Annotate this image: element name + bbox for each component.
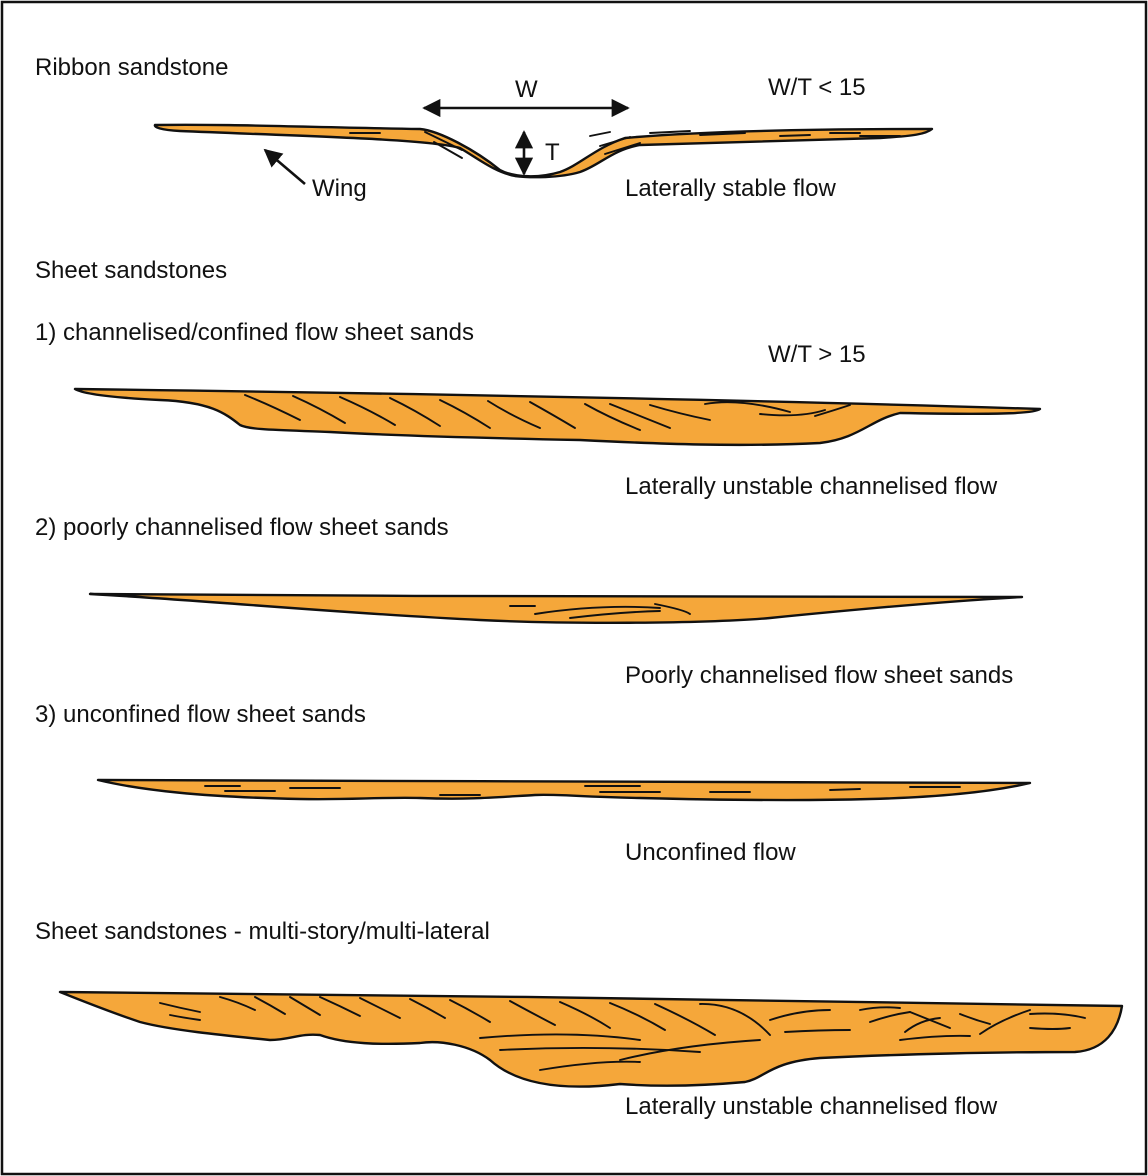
ribbon-sandstone-body xyxy=(155,125,932,177)
channelised-flow-label: Laterally unstable channelised flow xyxy=(625,473,998,500)
channelised-ratio-label: W/T > 15 xyxy=(768,341,866,368)
poorly-channelised-flow-label: Poorly channelised flow sheet sands xyxy=(625,662,1013,689)
multistory-flow-label: Laterally unstable channelised flow xyxy=(625,1093,998,1120)
wing-label: Wing xyxy=(312,175,367,202)
unconfined-sheet-body xyxy=(98,780,1030,800)
ribbon-flow-label: Laterally stable flow xyxy=(625,175,836,202)
unconfined-heading: 3) unconfined flow sheet sands xyxy=(35,701,366,728)
ribbon-heading: Ribbon sandstone xyxy=(35,54,228,81)
multistory-sheet-body xyxy=(60,992,1122,1087)
width-label: W xyxy=(515,76,538,103)
wing-arrow xyxy=(265,150,305,184)
unconfined-flow-label: Unconfined flow xyxy=(625,839,796,866)
poorly-channelised-heading: 2) poorly channelised flow sheet sands xyxy=(35,514,449,541)
thickness-label: T xyxy=(545,139,560,166)
ribbon-ratio-label: W/T < 15 xyxy=(768,74,866,101)
multistory-heading: Sheet sandstones - multi-story/multi-lat… xyxy=(35,918,490,945)
sheet-heading: Sheet sandstones xyxy=(35,257,227,284)
channelised-heading: 1) channelised/confined flow sheet sands xyxy=(35,319,474,346)
poorly-channelised-sheet-body xyxy=(90,594,1022,623)
